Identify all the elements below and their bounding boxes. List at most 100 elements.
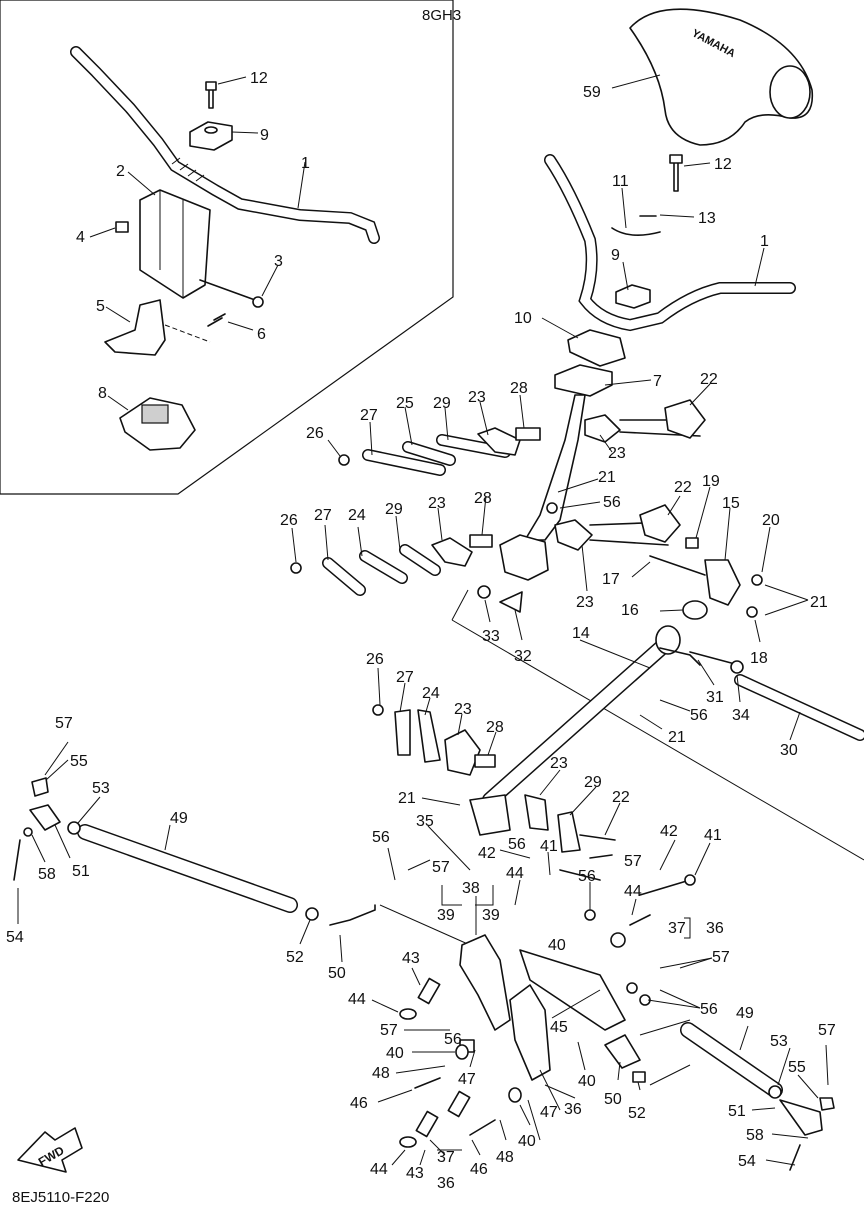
nut-33	[477, 585, 491, 599]
callout-1: 1	[760, 233, 769, 250]
callout-16: 16	[621, 602, 639, 619]
callout-36-b: 36	[564, 1101, 582, 1118]
callout-29: 29	[433, 395, 451, 412]
inset-column	[139, 189, 211, 299]
callout-10: 10	[514, 310, 532, 327]
callout-44-c: 44	[348, 991, 366, 1008]
callout-56-f: 56	[444, 1031, 462, 1048]
callout-41-b: 41	[704, 827, 722, 844]
callout-44-b: 44	[624, 883, 642, 900]
callout-31: 31	[706, 689, 724, 706]
callout-50: 50	[328, 965, 346, 982]
rod-end-50-right	[604, 1034, 641, 1069]
inset-model-label: 8GH3	[422, 7, 461, 24]
inset-bolt-3	[252, 296, 264, 308]
callout-28-c: 28	[486, 719, 504, 736]
callout-23-f: 23	[550, 755, 568, 772]
callout-8-inset: 8	[98, 385, 107, 402]
callout-27-c: 27	[396, 669, 414, 686]
callout-39-b: 39	[482, 907, 500, 924]
drag-link	[519, 949, 626, 1031]
rod-end-50	[329, 904, 376, 926]
callout-36-c: 36	[437, 1175, 455, 1192]
callout-23-d: 23	[428, 495, 446, 512]
bolt-17	[649, 555, 706, 576]
callout-57-c: 57	[55, 715, 73, 732]
bushing	[682, 600, 708, 620]
rod-end-32	[499, 591, 523, 613]
callout-56: 56	[603, 494, 621, 511]
callout-57-d: 57	[380, 1022, 398, 1039]
callout-24-b: 24	[422, 685, 440, 702]
callout-45: 45	[550, 1019, 568, 1036]
nut-18	[746, 606, 758, 618]
callout-46-b: 46	[470, 1161, 488, 1178]
callout-11: 11	[612, 173, 629, 190]
callout-3-inset: 3	[274, 253, 283, 270]
callout-33: 33	[482, 628, 500, 645]
callout-51-b: 51	[728, 1103, 746, 1120]
callout-9: 9	[611, 247, 620, 264]
callout-labels: 12 9 1 2 4 3 5 6 8 59 12 11 13 1 9 10 7 …	[6, 70, 836, 1192]
upper-linkage	[338, 399, 706, 476]
callout-34: 34	[732, 707, 750, 724]
callout-35: 35	[416, 813, 434, 830]
callout-40-b: 40	[386, 1045, 404, 1062]
lower-linkage	[290, 502, 681, 596]
bolt-54-right	[789, 1144, 801, 1171]
inset-bolt-6	[207, 313, 226, 327]
callout-28-b: 28	[474, 490, 492, 507]
callout-19: 19	[702, 473, 720, 490]
callout-37-b: 37	[437, 1149, 455, 1166]
inset-box: 8GH3	[0, 0, 461, 495]
callout-17: 17	[602, 571, 620, 588]
inset-handlebar	[70, 46, 380, 244]
callout-57: 57	[624, 853, 642, 870]
callout-47: 47	[458, 1071, 476, 1088]
callout-57-b: 57	[432, 859, 450, 876]
callout-14: 14	[572, 625, 590, 642]
callout-43: 43	[402, 950, 420, 967]
callout-29-c: 29	[584, 774, 602, 791]
callout-46: 46	[350, 1095, 368, 1112]
callout-42: 42	[478, 845, 496, 862]
inset-bolt	[205, 81, 217, 109]
handlebar-holder	[567, 329, 626, 367]
callout-21-c: 21	[668, 729, 686, 746]
callout-52: 52	[286, 949, 304, 966]
callout-7: 7	[653, 373, 662, 390]
callout-59: 59	[583, 84, 601, 101]
callout-56-g: 56	[700, 1001, 718, 1018]
clip	[611, 215, 661, 236]
callout-48: 48	[372, 1065, 390, 1082]
callout-28: 28	[510, 380, 528, 397]
callout-21: 21	[598, 469, 616, 486]
handlebar-clamp	[615, 284, 651, 309]
callout-53-b: 53	[770, 1033, 788, 1050]
bolt-54	[13, 839, 21, 881]
callout-21-b: 21	[810, 594, 828, 611]
callout-26-b: 26	[280, 512, 298, 529]
callout-55-b: 55	[788, 1059, 806, 1076]
callout-47-b: 47	[540, 1104, 558, 1121]
callout-12-inset: 12	[250, 70, 268, 87]
callout-56-b: 56	[690, 707, 708, 724]
callout-32: 32	[514, 648, 532, 665]
callout-4-inset: 4	[76, 229, 85, 246]
callout-54-b: 54	[738, 1153, 756, 1170]
callout-40-c: 40	[578, 1073, 596, 1090]
callout-6-inset: 6	[257, 326, 266, 343]
pitman-arm-38	[459, 934, 511, 1031]
callout-57-f: 57	[818, 1022, 836, 1039]
callout-37: 37	[668, 920, 686, 937]
callout-25: 25	[396, 395, 414, 412]
inset-pad	[119, 397, 196, 451]
callout-48-b: 48	[496, 1149, 514, 1166]
callout-52-b: 52	[628, 1105, 646, 1122]
callout-41: 41	[540, 838, 558, 855]
rod-end-51	[29, 804, 61, 831]
callout-42-b: 42	[660, 823, 678, 840]
callout-20: 20	[762, 512, 780, 529]
callout-55: 55	[70, 753, 88, 770]
